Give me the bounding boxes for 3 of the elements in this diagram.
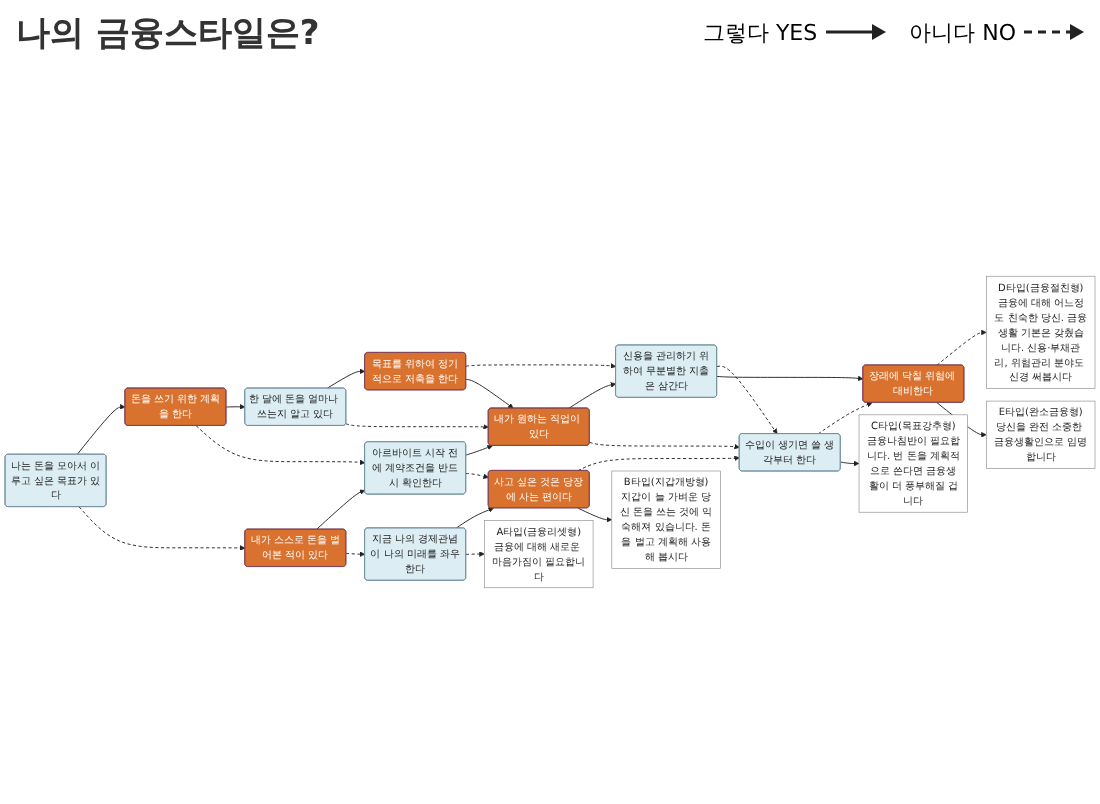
legend-label: 아니다 NO bbox=[909, 17, 1016, 47]
legend-label: 그렇다 YES bbox=[702, 17, 818, 47]
title: 나의 금융스타일은? bbox=[16, 11, 320, 55]
